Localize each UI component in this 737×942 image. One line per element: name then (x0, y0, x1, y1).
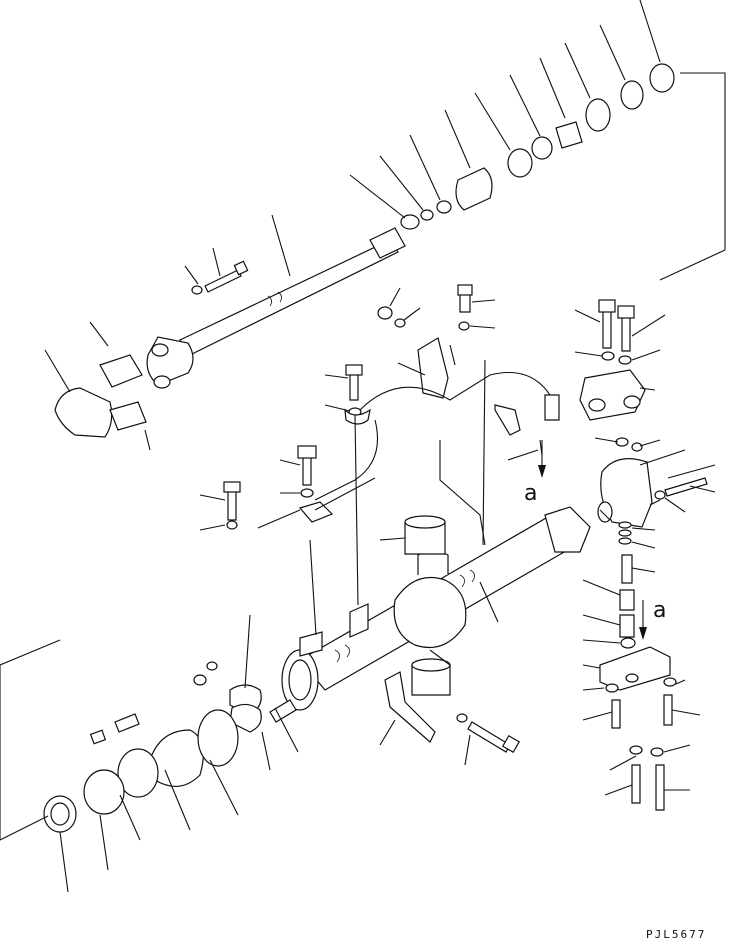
view-mark-a-right: a (653, 598, 666, 623)
piston-seal-parts (43, 661, 297, 833)
valve-hose-assembly (223, 284, 560, 530)
lower-leaders (0, 287, 716, 893)
view-mark-a-mid: a (524, 481, 537, 506)
view-arrow-a-mid (538, 440, 546, 478)
upper-shaft-assembly (54, 63, 675, 438)
drawing-code: PJL5677 (646, 928, 706, 941)
main-cylinder-housing (281, 506, 591, 754)
view-arrow-a-right (639, 600, 647, 640)
upper-leaders (44, 0, 726, 451)
right-valve-stack (579, 299, 708, 811)
